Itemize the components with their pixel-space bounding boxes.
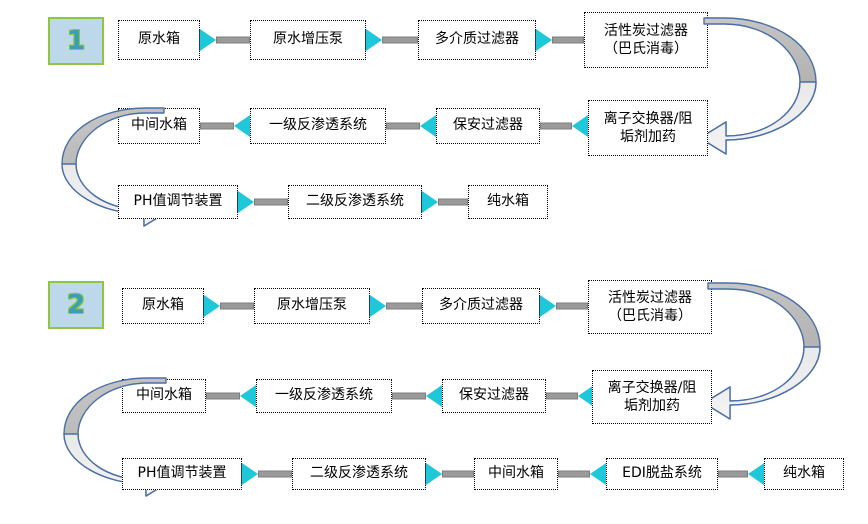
node-pure-water-tank[interactable]: 纯水箱 — [468, 185, 548, 219]
connector-right — [422, 191, 468, 213]
connector-bar — [438, 198, 468, 206]
arrowhead-right-icon — [426, 463, 442, 485]
node-security-filter[interactable]: 保安过滤器 — [442, 379, 546, 413]
diagram-1-badge: 1 — [48, 17, 104, 65]
connector-right — [540, 295, 588, 317]
connector-bar — [200, 122, 234, 130]
connector-bar — [386, 302, 422, 310]
node-raw-water-tank[interactable]: 原水箱 — [118, 20, 200, 60]
connector-bar — [216, 36, 250, 44]
connector-bar — [386, 122, 420, 130]
node-multimedia-filter[interactable]: 多介质过滤器 — [418, 20, 536, 60]
arrowhead-right-icon — [422, 191, 438, 213]
node-second-stage-ro-system[interactable]: 二级反渗透系统 — [288, 185, 422, 219]
arrowhead-right-icon — [204, 295, 220, 317]
connector-bar — [540, 122, 572, 130]
node-activated-carbon-filter[interactable]: 活性炭过滤器 （巴氏消毒） — [588, 280, 712, 334]
node-first-stage-ro-system[interactable]: 一级反渗透系统 — [256, 379, 392, 413]
arrowhead-right-icon — [370, 295, 386, 317]
node-activated-carbon-filter[interactable]: 活性炭过滤器 （巴氏消毒） — [584, 12, 708, 68]
arrowhead-left-icon — [590, 463, 606, 485]
arrowhead-left-icon — [240, 385, 256, 407]
connector-bar — [254, 198, 288, 206]
arrowhead-right-icon — [200, 29, 216, 51]
curve-right-u-turn — [699, 17, 834, 155]
connector-left — [718, 463, 764, 485]
node-raw-water-booster-pump[interactable]: 原水增压泵 — [254, 288, 370, 324]
connector-left — [206, 385, 256, 407]
arrowhead-right-icon — [238, 191, 254, 213]
connector-left — [386, 115, 436, 137]
arrowhead-left-icon — [234, 115, 250, 137]
arrowhead-left-icon — [572, 115, 588, 137]
arrowhead-right-icon — [242, 463, 258, 485]
node-ion-exchanger-antiscalant[interactable]: 离子交换器/阻 垢剂加药 — [592, 370, 712, 424]
connector-bar — [382, 36, 418, 44]
connector-bar — [552, 36, 584, 44]
connector-left — [558, 463, 606, 485]
node-pure-water-tank[interactable]: 纯水箱 — [764, 458, 844, 490]
connector-right — [536, 29, 584, 51]
node-first-stage-ro-system[interactable]: 一级反渗透系统 — [250, 108, 386, 144]
connector-right — [366, 29, 418, 51]
arrowhead-left-icon — [578, 385, 594, 407]
diagram-2-badge: 2 — [48, 281, 104, 329]
node-ion-exchanger-antiscalant[interactable]: 离子交换器/阻 垢剂加药 — [588, 100, 708, 156]
connector-bar — [718, 470, 748, 478]
node-raw-water-booster-pump[interactable]: 原水增压泵 — [250, 20, 366, 60]
node-intermediate-water-tank[interactable]: 中间水箱 — [118, 108, 200, 144]
node-raw-water-tank[interactable]: 原水箱 — [122, 288, 204, 324]
connector-bar — [258, 470, 292, 478]
connector-bar — [220, 302, 254, 310]
connector-right — [238, 191, 288, 213]
node-multimedia-filter[interactable]: 多介质过滤器 — [422, 288, 540, 324]
connector-right — [370, 295, 422, 317]
connector-bar — [546, 392, 578, 400]
connector-bar — [442, 470, 474, 478]
node-edi-desalination-system[interactable]: EDI脱盐系统 — [606, 458, 718, 490]
arrowhead-left-icon — [748, 463, 764, 485]
connector-left — [200, 115, 250, 137]
node-intermediate-water-tank[interactable]: 中间水箱 — [122, 379, 206, 413]
connector-left — [546, 385, 594, 407]
arrowhead-left-icon — [420, 115, 436, 137]
connector-bar — [206, 392, 240, 400]
curve-right-u-turn — [703, 282, 838, 420]
arrowhead-right-icon — [366, 29, 382, 51]
node-second-stage-ro-system[interactable]: 二级反渗透系统 — [292, 458, 426, 490]
connector-bar — [392, 392, 426, 400]
node-intermediate-water-tank[interactable]: 中间水箱 — [474, 458, 558, 490]
connector-bar — [558, 470, 590, 478]
node-ph-adjustment-device[interactable]: PH值调节装置 — [118, 185, 238, 219]
node-security-filter[interactable]: 保安过滤器 — [436, 108, 540, 144]
arrowhead-left-icon — [426, 385, 442, 407]
connector-bar — [556, 302, 588, 310]
connector-right — [204, 295, 254, 317]
connector-left — [540, 115, 588, 137]
connector-right — [426, 463, 474, 485]
arrowhead-right-icon — [540, 295, 556, 317]
connector-right — [242, 463, 292, 485]
connector-right — [200, 29, 250, 51]
arrowhead-right-icon — [536, 29, 552, 51]
node-ph-adjustment-device[interactable]: PH值调节装置 — [122, 458, 242, 490]
connector-left — [392, 385, 442, 407]
